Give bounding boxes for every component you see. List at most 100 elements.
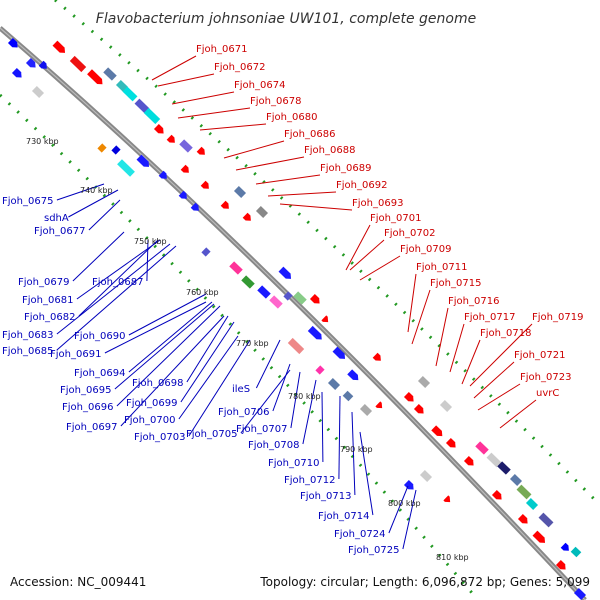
leader-line-reverse [88,199,121,231]
gene-label-forward: Fjoh_0692 [336,180,387,191]
gene-label-reverse: Fjoh_0724 [334,529,385,540]
gene-block [31,86,45,98]
gene-block [359,404,373,416]
gene-block [375,419,385,429]
gene-label-forward: Fjoh_0689 [320,163,371,174]
gene-block [269,295,283,309]
leader-line-reverse [56,245,177,351]
gene-block [417,376,431,388]
gene-arrow [309,294,320,304]
kbp-tick-label: 780 kbp [288,392,321,401]
gene-block [293,291,307,305]
gene-arrow [52,40,66,53]
leader-line-forward [255,174,321,185]
gene-label-reverse: Fjoh_0681 [22,295,73,306]
gene-block [97,143,107,153]
gene-arrow [403,392,414,402]
gene-block [103,67,117,81]
gene-mark-5 [115,80,129,92]
gene-mark-28 [190,202,199,211]
gene-block [419,470,433,482]
leader-line-forward [157,73,215,87]
gene-arrow [278,266,292,279]
gene-block [475,441,489,455]
leader-line-forward [359,255,401,281]
gene-arrow [25,58,36,68]
gene-block [570,546,582,558]
gene-arrow [431,425,443,437]
leader-line-forward [345,224,371,271]
gene-mark-2 [69,55,87,73]
gene-arrow [463,456,474,466]
gene-block [117,159,135,177]
gene-mark-69 [570,546,582,558]
leader-line-reverse [188,339,251,437]
leader-line-forward [349,239,385,271]
leader-line-forward [411,289,431,345]
leader-line-forward [469,323,533,387]
gene-label-reverse: Fjoh_0713 [300,491,351,502]
gene-label-reverse: Fjoh_0691 [50,349,101,360]
gene-mark-63 [538,512,554,528]
gene-label-forward: Fjoh_0723 [520,372,571,383]
gene-block [257,285,271,299]
gene-labels: Fjoh_0671Fjoh_0672Fjoh_0674Fjoh_0678Fjoh… [2,44,583,556]
gene-block [573,588,587,600]
gene-mark-9 [153,124,164,134]
gene-label-forward: Fjoh_0709 [400,244,451,255]
gene-label-reverse: Fjoh_0675 [2,196,53,207]
leader-line-reverse [146,239,149,282]
gene-mark-21 [25,58,36,68]
gene-label-reverse: Fjoh_0707 [236,424,287,435]
gene-mark-8 [143,107,161,125]
leader-line-forward [177,107,251,119]
gene-mark-52 [417,376,431,388]
gene-arrow [372,352,381,361]
gene-mark-41 [315,365,325,375]
gene-mark-13 [180,164,189,173]
gene-mark-71 [419,470,433,482]
gene-mark-30 [97,143,107,153]
gene-mark-32 [241,275,255,289]
kbp-tick-label: 760 kbp [186,288,219,297]
gene-mark-15 [233,186,247,198]
leader-line-forward [449,323,465,373]
gene-arrow [11,68,22,78]
gene-label-forward: Fjoh_0686 [284,129,335,140]
gene-arrow [332,346,346,359]
gene-label-forward: Fjoh_0718 [480,328,531,339]
gene-block [315,365,325,375]
gene-mark-7 [134,98,150,114]
leader-line-reverse [114,303,215,390]
gene-arrow [190,202,199,211]
gene-block [201,247,211,257]
leader-line-reverse [178,335,239,420]
gene-block [229,261,243,275]
gene-arrow [220,200,229,209]
leader-line-reverse [128,301,213,373]
leader-line-reverse [338,395,341,480]
gene-label-reverse: Fjoh_0699 [126,398,177,409]
gene-mark-43 [342,390,354,402]
leader-line-reverse [290,371,301,429]
leader-line-reverse [104,301,207,354]
backbone-highlight [0,27,586,600]
gene-label-reverse: Fjoh_0677 [34,226,85,237]
gene-mark-14 [200,180,209,189]
gene-label-reverse: Fjoh_0685 [2,346,53,357]
leader-line-reverse [388,485,409,534]
gene-mark-27 [178,190,187,199]
leader-line-forward [171,91,235,105]
gene-block [134,98,150,114]
gene-mark-3 [87,69,103,85]
gene-label-reverse: Fjoh_0696 [62,402,113,413]
gene-arrow [445,438,456,448]
gene-mark-49 [309,294,320,304]
gene-arrow [200,180,209,189]
gene-mark-67 [532,530,546,543]
topology-summary: Topology: circular; Length: 6,096,872 bp… [259,575,590,589]
gene-arrow [178,190,187,199]
gene-label-reverse: Fjoh_0708 [248,440,299,451]
leader-line-forward [235,156,305,171]
